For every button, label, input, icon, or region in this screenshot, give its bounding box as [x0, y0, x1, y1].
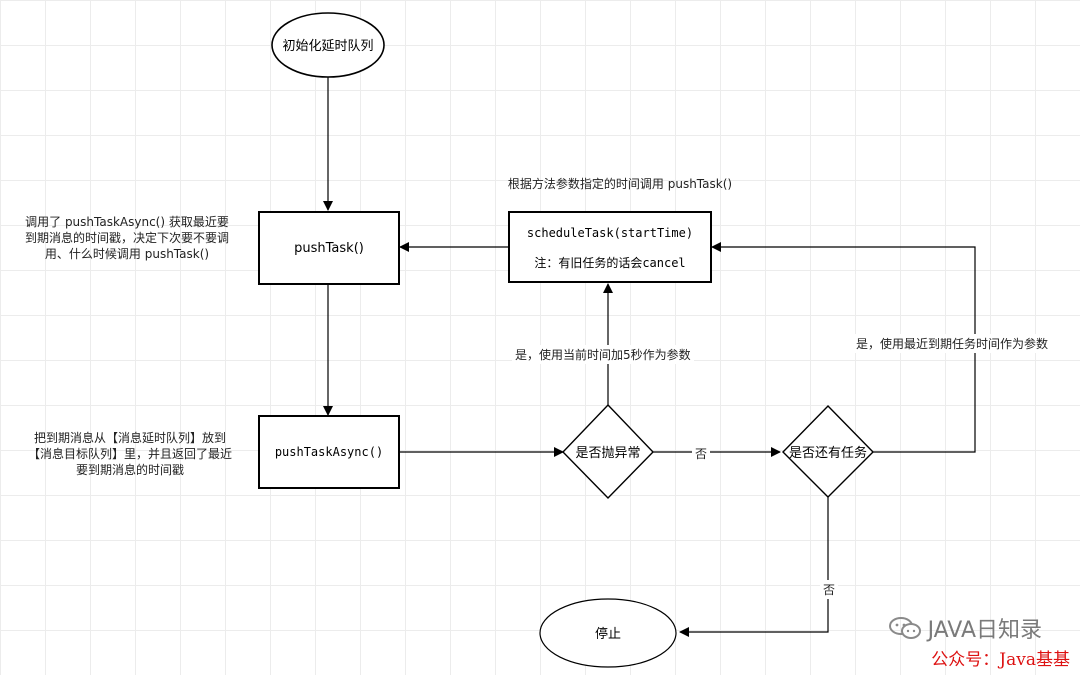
- decision-has-task-shape: [782, 404, 874, 498]
- schedule-task-node-shape: [508, 211, 712, 283]
- edge-label-exception-yes: 是，使用当前时间加5秒作为参数: [512, 345, 694, 364]
- push-task-node-label: pushTask(): [294, 241, 364, 256]
- edge-label-exception-no: 否: [692, 444, 711, 463]
- stop-node-shape: [539, 598, 677, 668]
- edge-hastask-no: [679, 497, 829, 637]
- push-task-async-node-shape: [258, 415, 400, 489]
- stop-node-label: 停止: [595, 626, 621, 642]
- push-task-note: 调用了 pushTaskAsync() 获取最近要到期消息的时间戳，决定下次要不…: [24, 215, 229, 261]
- edge-label-has-task-no: 否: [820, 580, 839, 599]
- push-task-node-shape: [258, 211, 400, 285]
- watermark: JAVA日知录: [888, 612, 1042, 644]
- decision-exception-label: 是否抛异常: [575, 446, 640, 461]
- schedule-caption: 根据方法参数指定的时间调用 pushTask(): [507, 177, 733, 191]
- push-task-async-node-label: pushTaskAsync(): [275, 445, 383, 459]
- start-node-label: 初始化延时队列: [282, 39, 373, 54]
- watermark-brand: JAVA日知录: [927, 618, 1042, 643]
- schedule-task-node-note: 注：有旧任务的话会cancel: [534, 255, 685, 270]
- push-task-async-note: 把到期消息从【消息延时队列】放到【消息目标队列】里，并且返回了最近要到期消息的时…: [27, 431, 232, 477]
- decision-has-task-label: 是否还有任务: [789, 445, 867, 461]
- schedule-task-node-label: scheduleTask(startTime): [527, 226, 693, 240]
- wechat-icon: [888, 616, 922, 640]
- start-node-shape: [271, 12, 385, 78]
- decision-exception-shape: [562, 403, 654, 500]
- edge-label-has-task-yes: 是，使用最近到期任务时间作为参数: [853, 334, 1052, 353]
- footer-account: 公众号：Java基基: [931, 650, 1070, 670]
